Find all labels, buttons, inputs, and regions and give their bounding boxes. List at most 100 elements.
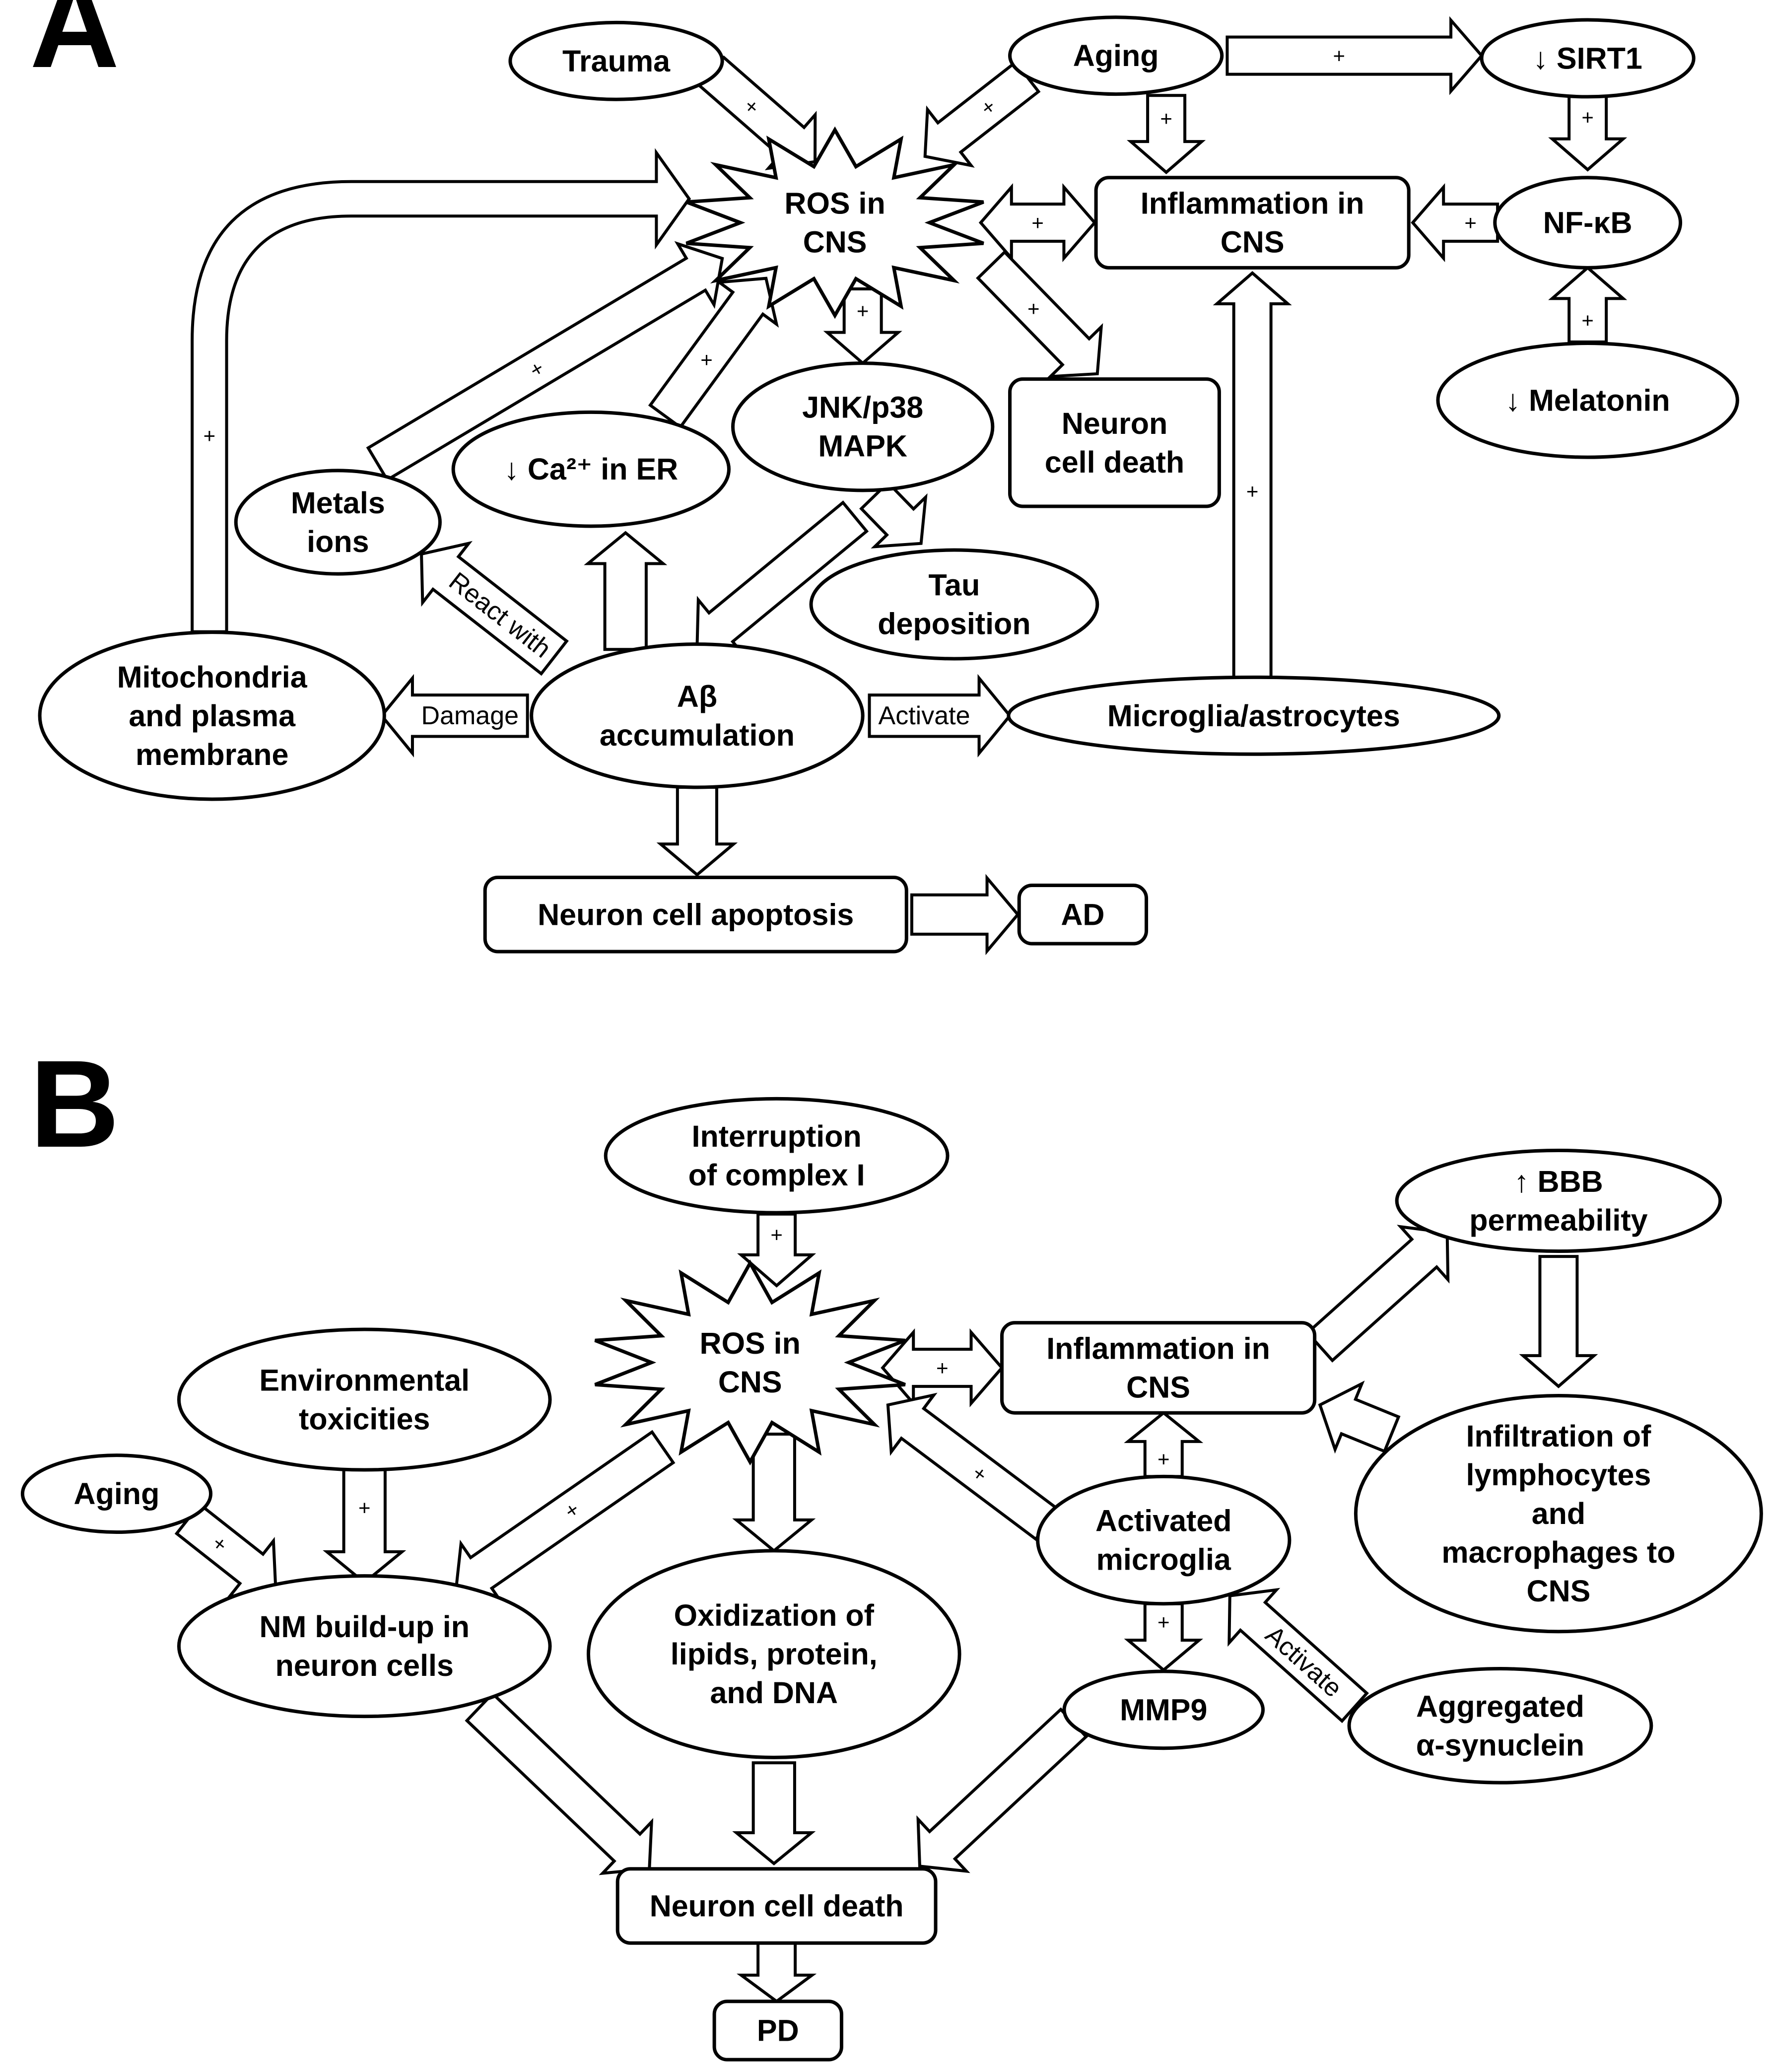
- arrow-A-9: +: [976, 250, 1103, 378]
- arrow-A-3: +: [1127, 94, 1206, 175]
- node-pd-box: [712, 2000, 843, 2062]
- node-inflam_a-box: [1094, 176, 1411, 270]
- arrow-B-2-shape: [1305, 1225, 1450, 1363]
- node-infiltration-ellipse: [1354, 1394, 1763, 1634]
- node-ros_b-starburst: [594, 1259, 906, 1466]
- node-oxidization-label: Oxidization of: [674, 1598, 875, 1632]
- arrow-A-3-shape: [1127, 94, 1206, 175]
- node-mito-label: and plasma: [129, 699, 296, 733]
- node-neuron_death_a-box: [1008, 377, 1221, 508]
- node-melatonin-ellipse: [1436, 342, 1739, 459]
- node-melatonin-label: ↓ Melatonin: [1505, 383, 1670, 417]
- node-aging_b-ellipse: [20, 1453, 213, 1534]
- arrow-label-plus: +: [1160, 107, 1172, 130]
- node-nfkb: NF-κB: [1493, 176, 1683, 270]
- panel-A-letter: A: [30, 0, 120, 93]
- node-nm_buildup-label: NM build-up in: [260, 1610, 470, 1644]
- node-infiltration: Infiltration oflymphocytesandmacrophages…: [1354, 1394, 1763, 1634]
- node-complex1-label: Interruption: [692, 1119, 862, 1153]
- arrow-B-4: [1318, 1381, 1401, 1454]
- node-inflam_b-box: [1000, 1321, 1317, 1415]
- node-aging_a-label: Aging: [1073, 39, 1159, 72]
- arrow-A-14: [859, 481, 928, 549]
- node-env_tox-label: Environmental: [259, 1364, 470, 1397]
- arrow-A-12: +: [1213, 271, 1292, 681]
- arrow-B-15: [916, 1707, 1089, 1873]
- arrow-B-6: +: [886, 1392, 1060, 1541]
- node-oxidization: Oxidization of lipids, protein, and DNA: [586, 1549, 961, 1759]
- node-apoptosis-box: [483, 876, 908, 954]
- node-asyn-label: Aggregated: [1416, 1689, 1584, 1723]
- node-jnk-ellipse: [731, 361, 995, 492]
- node-pd-label: PD: [757, 2013, 799, 2047]
- arrow-B-3: [1519, 1255, 1598, 1388]
- node-metals-label: Metals: [291, 486, 385, 520]
- arrow-label-plus: +: [1464, 211, 1477, 234]
- node-inflam_a: Inflammation in CNS: [1094, 176, 1411, 270]
- arrow-label-plus: +: [1333, 44, 1345, 68]
- node-infiltration-label: CNS: [1527, 1574, 1591, 1608]
- node-inflam_a-label: CNS: [1221, 225, 1285, 259]
- arrow-A-12-shape: [1213, 271, 1292, 681]
- node-inflam_a-label: Inflammation in: [1141, 187, 1364, 220]
- node-trauma: Trauma: [508, 20, 724, 101]
- node-aging_b-label: Aging: [74, 1477, 160, 1511]
- node-nfkb-ellipse: [1493, 176, 1683, 270]
- arrow-B-11: +: [323, 1461, 407, 1585]
- arrow-label-plus: +: [1581, 106, 1594, 129]
- arrow-A-13-shape: [695, 500, 869, 657]
- arrow-A-2-shape: [1225, 16, 1484, 95]
- panel-B-letter: B: [30, 1035, 120, 1173]
- node-act_microglia-label: microglia: [1096, 1543, 1231, 1577]
- node-act_microglia-ellipse: [1036, 1474, 1292, 1606]
- arrow-B-5: +: [1124, 1411, 1204, 1478]
- node-nm_buildup-ellipse: [177, 1574, 552, 1719]
- node-ca_er: ↓ Ca²⁺ in ER: [451, 410, 731, 528]
- node-nfkb-label: NF-κB: [1543, 206, 1633, 240]
- arrow-B-16: [737, 1941, 817, 2003]
- arrow-B-6-shape: [886, 1392, 1060, 1541]
- node-aging_b: Aging: [20, 1453, 213, 1534]
- arrow-B-8-shape: [1227, 1588, 1369, 1724]
- arrow-plus-label: +: [204, 424, 216, 447]
- arrow-A-9-shape: [976, 250, 1103, 378]
- arrow-label-plus: +: [1246, 480, 1259, 503]
- arrow-A-14-shape: [859, 481, 928, 549]
- node-mmp9: MMP9: [1062, 1669, 1265, 1750]
- node-bbb-ellipse: [1395, 1149, 1722, 1253]
- arrow-A-5-shape: [1411, 183, 1499, 263]
- node-act_microglia-label: Activated: [1095, 1504, 1232, 1538]
- node-bbb-label: ↑ BBB: [1514, 1165, 1603, 1198]
- node-oxidization-label: lipids, protein,: [671, 1637, 878, 1671]
- node-nm_buildup-label: neuron cells: [275, 1649, 454, 1682]
- arrow-A-4-shape: [1548, 94, 1628, 172]
- arrow-A-18-shape: [868, 674, 1012, 758]
- node-act_microglia: Activated microglia: [1036, 1474, 1292, 1606]
- node-oxidization-label: and DNA: [710, 1676, 838, 1710]
- arrow-B-15-shape: [916, 1707, 1089, 1873]
- arrow-A-4: +: [1548, 94, 1628, 172]
- node-abeta-label: accumulation: [600, 718, 795, 752]
- arrow-B-7: +: [1124, 1602, 1203, 1672]
- arrow-label-plus: +: [358, 1496, 371, 1519]
- arrow-A-13: [695, 500, 869, 657]
- arrow-A-8: +: [978, 183, 1097, 263]
- node-melatonin: ↓ Melatonin: [1436, 342, 1739, 459]
- node-neuron_death_b-label: Neuron cell death: [650, 1889, 904, 1923]
- node-metals-label: ions: [307, 525, 369, 558]
- node-ad-label: AD: [1061, 898, 1104, 931]
- node-abeta-ellipse: [530, 642, 865, 789]
- arrow-B-11-shape: [323, 1461, 407, 1585]
- node-neuron_death_a-label: cell death: [1045, 445, 1184, 479]
- node-jnk-label: JNK/p38: [802, 391, 923, 424]
- node-apoptosis: Neuron cell apoptosis: [483, 876, 908, 954]
- node-ros_a-starburst: [685, 126, 984, 319]
- arrow-A-15: [584, 531, 668, 651]
